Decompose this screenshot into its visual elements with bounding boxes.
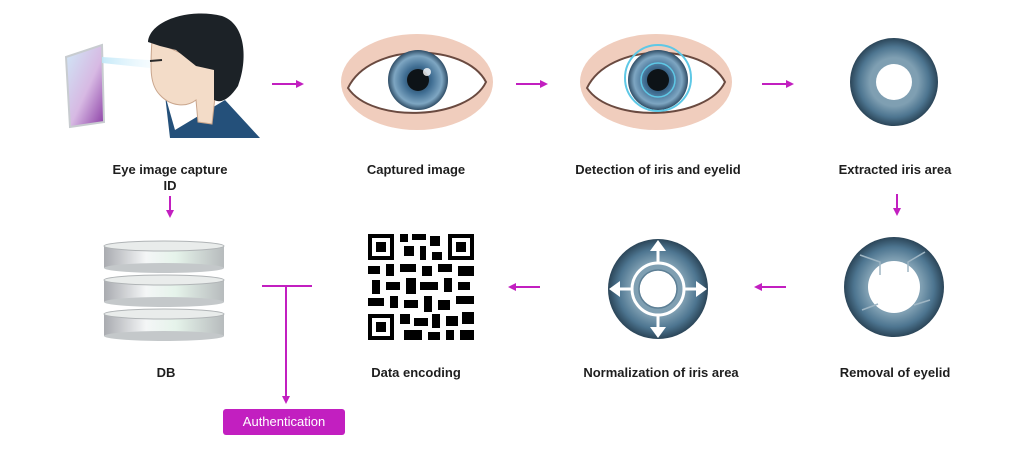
- label-eye-image-capture: Eye image capture ID: [70, 162, 270, 194]
- captured-eye-image: [341, 34, 493, 130]
- label-captured-image: Captured image: [366, 162, 466, 177]
- extracted-iris-image: [850, 38, 938, 126]
- eye-capture-illustration: [64, 13, 260, 138]
- label-detection: Detection of iris and eyelid: [575, 162, 741, 177]
- label-removal-of-eyelid: Removal of eyelid: [839, 365, 951, 380]
- qr-code-image: [366, 232, 476, 342]
- label-extracted-iris: Extracted iris area: [838, 162, 952, 177]
- label-eye-image-capture-id: ID: [163, 178, 177, 193]
- detection-eye-image: [580, 34, 732, 130]
- database-stack-image: [103, 240, 225, 341]
- label-eye-image-capture-line1: Eye image capture: [112, 162, 228, 177]
- eyelid-removed-iris-image: [844, 237, 944, 337]
- authentication-badge: Authentication: [223, 409, 345, 435]
- label-data-encoding: Data encoding: [371, 365, 461, 380]
- normalized-iris-image: [608, 239, 708, 339]
- label-normalization: Normalization of iris area: [583, 365, 739, 380]
- label-db: DB: [156, 365, 176, 380]
